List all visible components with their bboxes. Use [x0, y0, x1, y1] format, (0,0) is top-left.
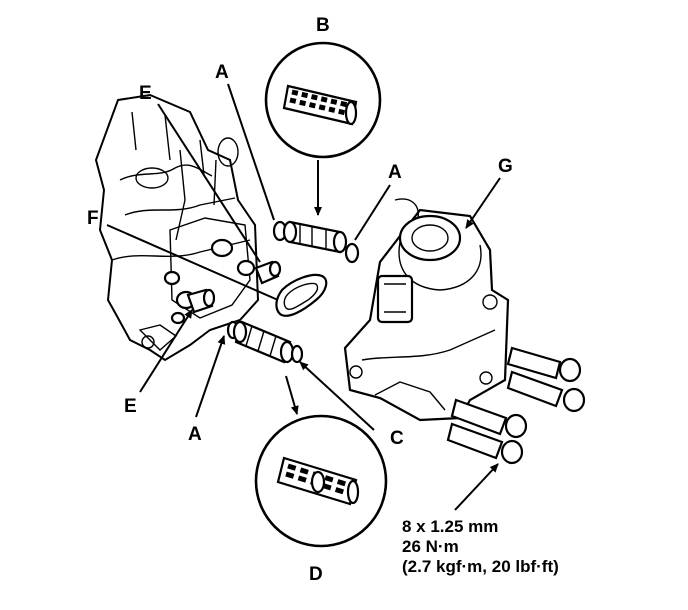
bolt-torque-alt: (2.7 kgf·m, 20 lbf·ft) [402, 557, 559, 576]
bolt-3 [450, 398, 528, 439]
callout-a-bottom: A [188, 424, 202, 445]
dowel-pin-upper [254, 260, 282, 285]
callout-f: F [87, 208, 99, 229]
bolt-4 [446, 422, 524, 465]
actuator-housing [343, 198, 510, 422]
callout-c: C [390, 428, 404, 449]
bolt-spec-note: 8 x 1.25 mm 26 N·m (2.7 kgf·m, 20 lbf·ft… [402, 517, 559, 577]
bolt-2 [506, 370, 586, 413]
o-ring-upper-right [344, 242, 360, 264]
callout-g: G [498, 156, 513, 177]
callout-a-top: A [215, 62, 229, 83]
oil-filter-lower [232, 320, 295, 364]
bolt-torque-nm: 26 N·m [402, 537, 459, 556]
callout-e-top: E [139, 83, 152, 104]
gasket [275, 273, 328, 317]
o-ring-lower-right [290, 344, 304, 364]
callout-b: B [316, 15, 330, 36]
callout-e-bottom: E [124, 396, 137, 417]
dowel-pin-lower [186, 288, 216, 314]
callout-d: D [309, 564, 323, 585]
detail-circle-b [264, 41, 382, 159]
detail-circle-d [254, 414, 388, 548]
oil-filter-upper [282, 220, 348, 254]
bolt-1 [506, 346, 582, 383]
bolt-size: 8 x 1.25 mm [402, 517, 499, 536]
callout-a-right: A [388, 162, 402, 183]
